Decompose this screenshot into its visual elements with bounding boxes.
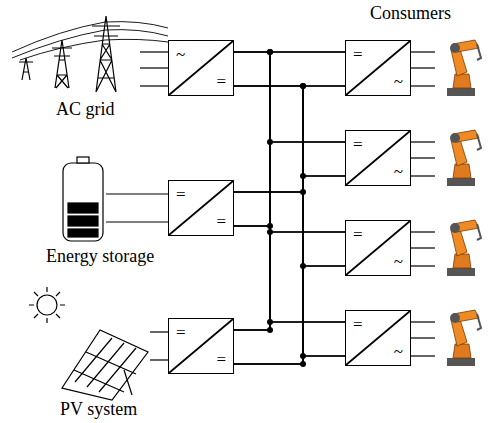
converter-symbol: = [176, 186, 186, 203]
dc-bus-connector [234, 192, 345, 266]
converter-symbol: = [353, 136, 363, 153]
junction-dot [267, 139, 273, 145]
robot-icons [447, 40, 481, 366]
dc-bus-connector [234, 322, 345, 364]
converter-symbol: ~ [394, 73, 403, 90]
dc-bus-connector [234, 52, 345, 176]
junction-dot [300, 353, 306, 359]
dc-bus-connector [234, 52, 345, 86]
junction-dot [300, 361, 306, 367]
motor-wire [411, 265, 435, 266]
ac-feed-wire [140, 85, 168, 86]
dc-bus-connector [234, 52, 345, 364]
motor-wire [411, 157, 435, 158]
converter-symbol: = [176, 324, 186, 341]
junction-dot [300, 263, 306, 269]
converter-symbol: ~ [394, 343, 403, 360]
dc-feed-wire [150, 331, 168, 332]
converter-symbol: = [216, 213, 226, 230]
motor-wire [411, 355, 435, 356]
motor-wire [411, 141, 435, 142]
figure-label: Consumers [370, 4, 451, 24]
junction-dot [267, 327, 273, 333]
figure-label: AC grid [56, 100, 115, 120]
dc-bus-connector [234, 192, 345, 356]
converter-box: =~ [345, 310, 411, 366]
junction-dot [267, 49, 273, 55]
ac-grid-icon [12, 16, 168, 92]
dc-bus-connector [234, 52, 345, 226]
converter-box: == [168, 180, 234, 236]
robot-icon [447, 130, 481, 186]
junction-dot [300, 173, 306, 179]
junction-dot [267, 229, 273, 235]
converter-symbol: = [353, 46, 363, 63]
dc-bus-connector [234, 142, 345, 364]
converter-box: =~ [345, 130, 411, 186]
converter-symbol: = [353, 226, 363, 243]
robot-icon [447, 220, 481, 276]
ac-feed-wire [140, 67, 168, 68]
figure-label: Energy storage [46, 247, 154, 267]
motor-wire [411, 231, 435, 232]
dc-bus-connector [234, 142, 345, 226]
motor-wire [411, 67, 435, 68]
junction-dot [300, 83, 306, 89]
converter-symbol: ~ [394, 163, 403, 180]
junction-dot [267, 49, 273, 55]
converter-symbol: ~ [176, 46, 185, 63]
junction-dot [267, 223, 273, 229]
robot-icon [447, 310, 481, 366]
figure-label: PV system [60, 400, 137, 420]
dc-feed-wire [106, 221, 168, 222]
converter-symbol: ~ [394, 253, 403, 270]
motor-wire [411, 247, 435, 248]
converter-symbol: = [216, 73, 226, 90]
battery-icon [63, 157, 103, 241]
converter-box: ~= [168, 40, 234, 96]
dc-bus-connector [234, 52, 345, 266]
motor-wire [411, 337, 435, 338]
motor-wire [411, 51, 435, 52]
converter-box: =~ [345, 220, 411, 276]
converter-symbol: = [216, 351, 226, 368]
ac-feed-wire [140, 51, 168, 52]
junction-dot [300, 83, 306, 89]
converter-symbol: = [353, 316, 363, 333]
converter-box: == [168, 318, 234, 374]
dc-bus-connector [234, 232, 345, 364]
motor-wire [411, 85, 435, 86]
converter-box: =~ [345, 40, 411, 96]
pv-icon [29, 287, 148, 400]
junction-dot [300, 189, 306, 195]
dc-feed-wire [150, 359, 168, 360]
junction-dot [267, 319, 273, 325]
dc-feed-wire [106, 193, 168, 194]
motor-wire [411, 175, 435, 176]
dc-bus-connector [234, 52, 345, 356]
motor-wire [411, 321, 435, 322]
robot-icon [447, 40, 481, 96]
